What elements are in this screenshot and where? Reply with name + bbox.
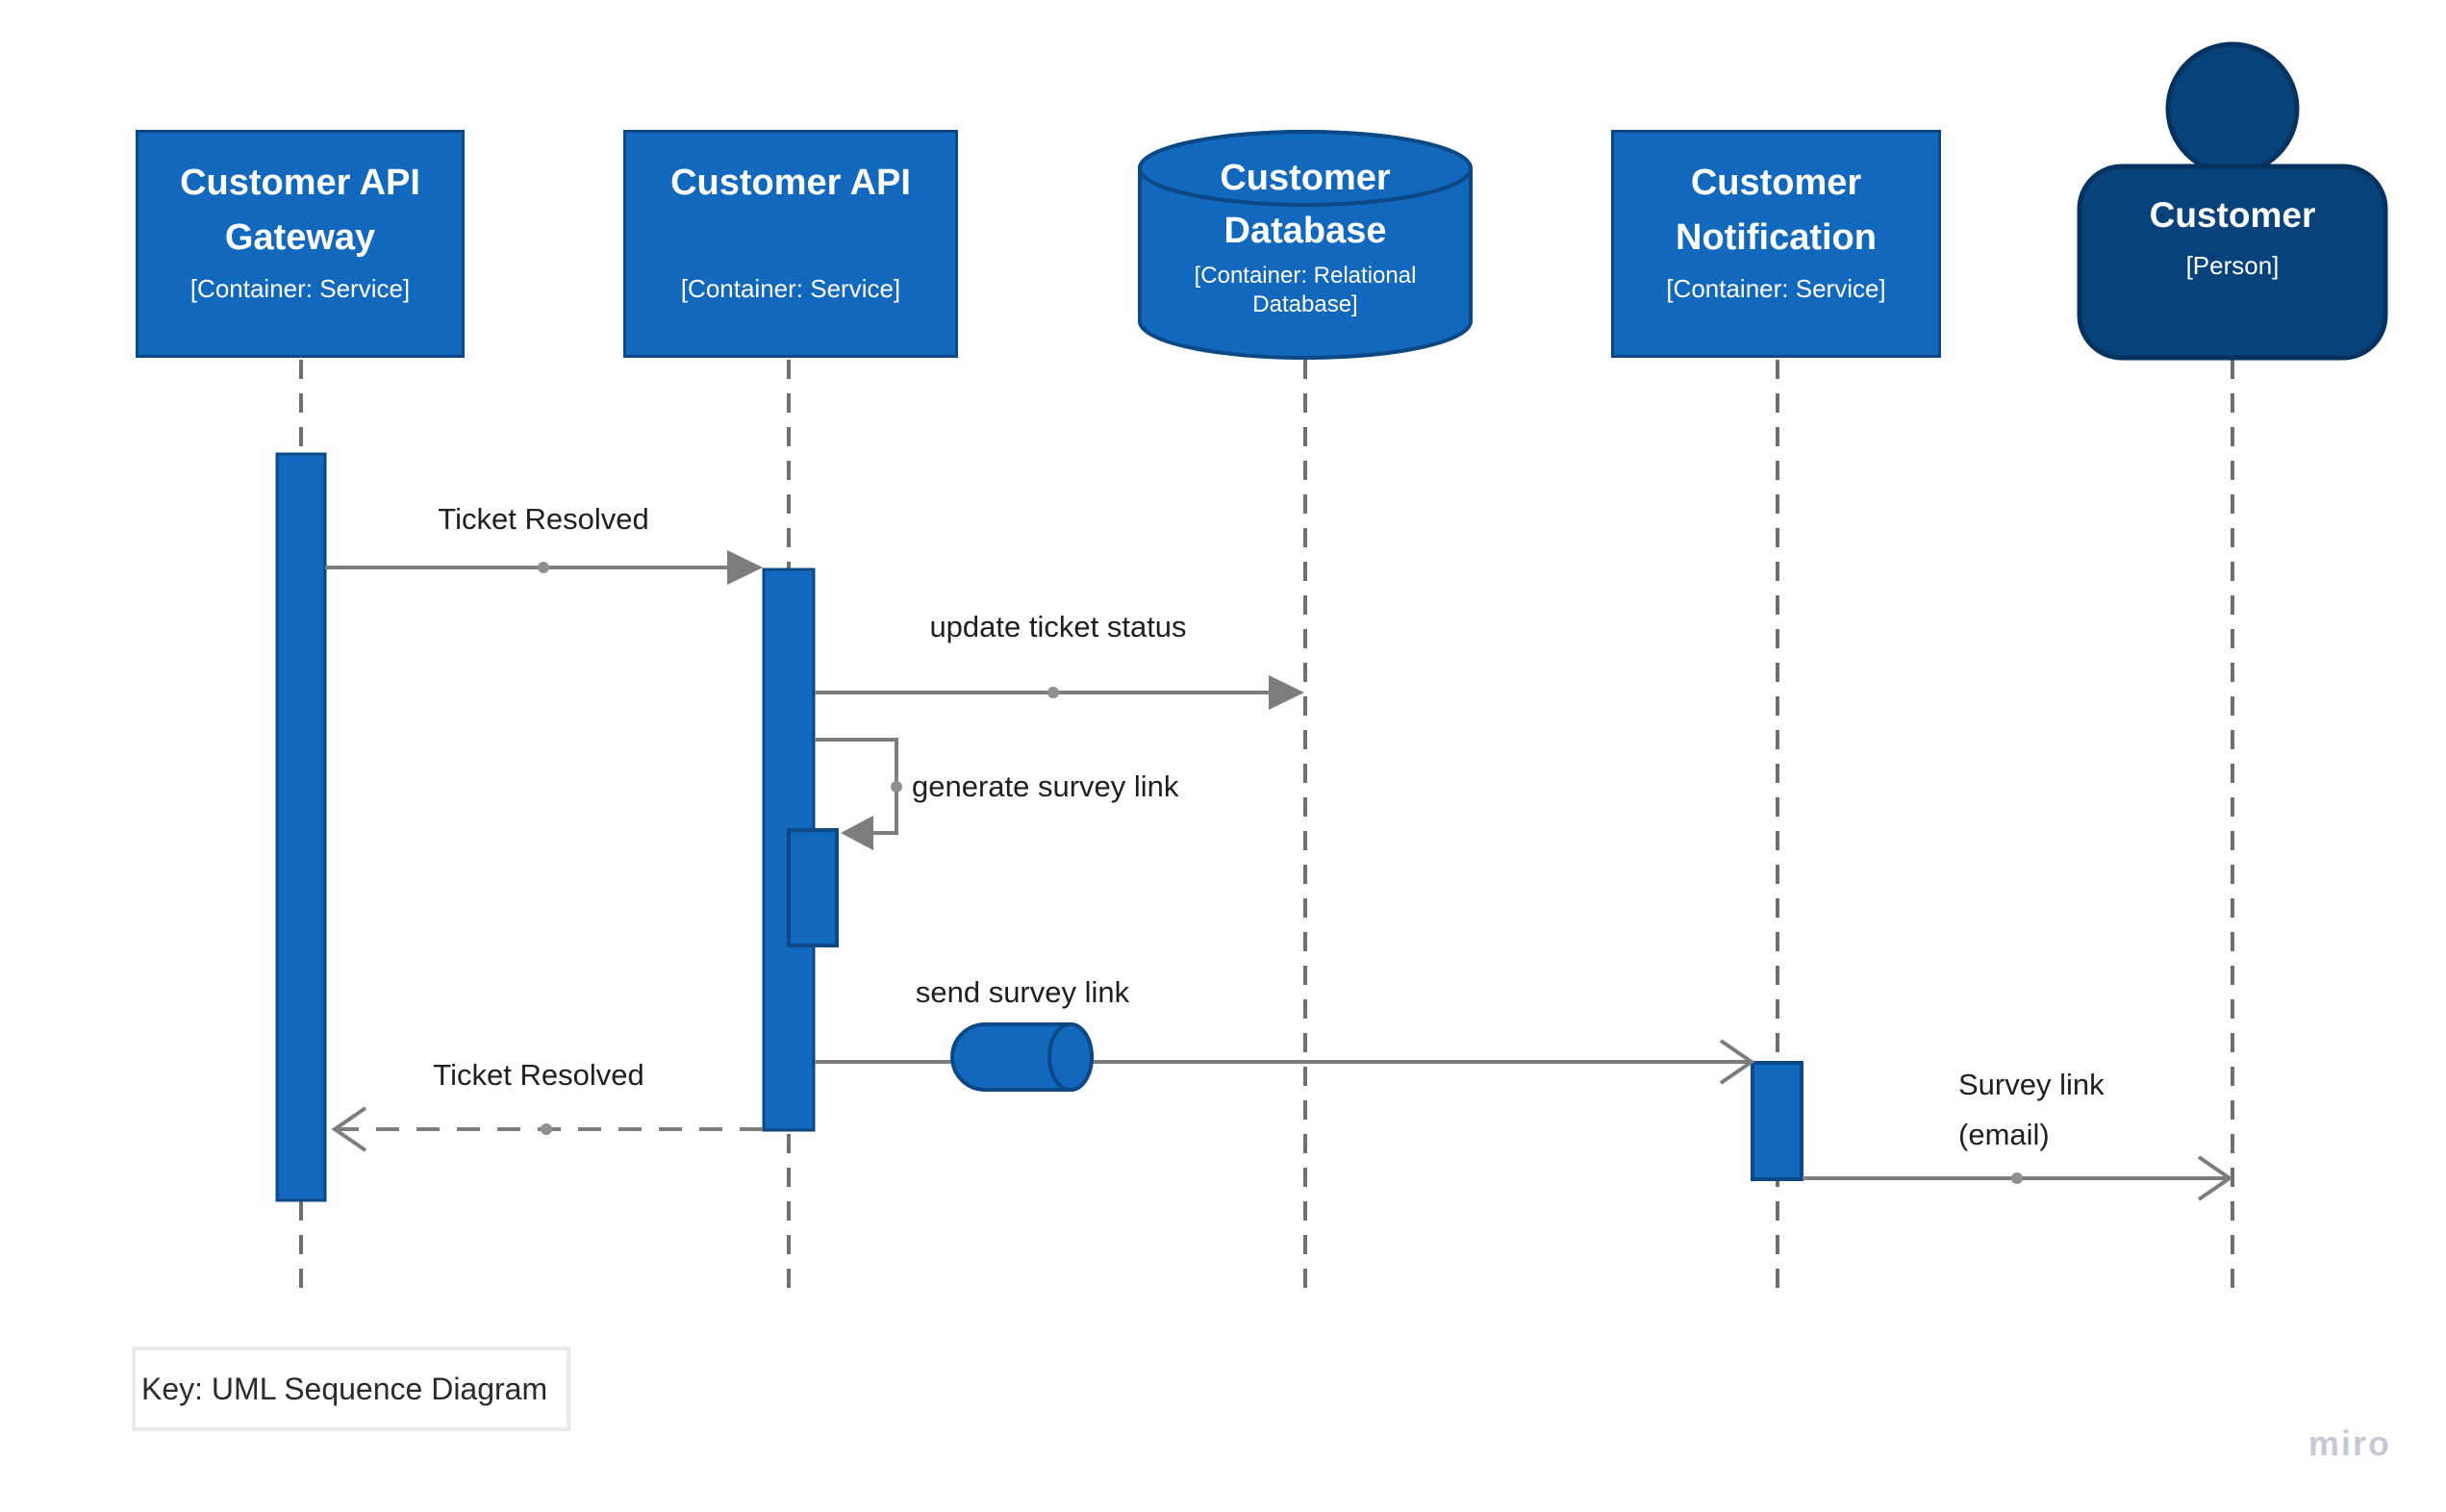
actor-type: [Container: Service] [1666, 274, 1886, 303]
actor-box-gateway[interactable]: Customer API Gateway [Container: Service… [136, 130, 465, 358]
actor-name: Customer Database [1220, 158, 1391, 251]
message-label-ticket-resolved[interactable]: Ticket Resolved [438, 502, 649, 536]
actor-type: [Container: Service] [680, 274, 901, 303]
person-body [2077, 164, 2388, 361]
person-head-icon [2165, 41, 2300, 176]
activation-bar-notification[interactable] [1751, 1061, 1803, 1181]
filled-arrowhead-icon [1269, 675, 1304, 710]
message-arrow-ticket-resolved-return[interactable] [331, 1106, 763, 1152]
message-arrow-generate-survey-link[interactable] [815, 738, 902, 850]
connector-midpoint-dot [541, 1123, 552, 1135]
actor-type: [Container: Service] [189, 274, 411, 303]
actor-text-database: Customer Database [Container: Relational… [1140, 152, 1471, 319]
message-arrow-send-survey-link[interactable] [815, 1022, 1755, 1092]
message-arrow-update-ticket-status[interactable] [815, 675, 1304, 710]
actor-name: Customer API Gateway [180, 163, 420, 258]
database-cylinder-shape[interactable] [1138, 130, 1473, 360]
connector-midpoint-dot [538, 562, 549, 573]
actor-box-api[interactable]: Customer API [Container: Service] [623, 130, 958, 358]
actor-text-customer: Customer [Person] [2080, 192, 2385, 281]
actor-type: [Container: Relational Database] [1194, 263, 1417, 317]
filled-arrowhead-icon [841, 816, 873, 850]
connector-midpoint-dot [891, 781, 902, 793]
message-label-ticket-resolved-return[interactable]: Ticket Resolved [433, 1058, 644, 1092]
queue-capsule-icon[interactable] [950, 1022, 1094, 1092]
actor-name: Customer Notification [1676, 163, 1877, 258]
legend-box[interactable]: Key: UML Sequence Diagram [132, 1347, 570, 1431]
legend-text: Key: UML Sequence Diagram [141, 1371, 548, 1406]
connector-midpoint-dot [2011, 1172, 2023, 1184]
cylinder-top-ellipse [1138, 130, 1473, 207]
message-arrow-ticket-resolved[interactable] [325, 550, 763, 585]
message-label-send-survey-link[interactable]: send survey link [915, 975, 1130, 1009]
filled-arrowhead-icon [727, 550, 763, 585]
actor-name: Customer [2149, 195, 2316, 235]
message-arrow-survey-link-email[interactable] [1803, 1155, 2233, 1201]
activation-bar-api-nested[interactable] [787, 828, 839, 947]
message-label-generate-survey-link[interactable]: generate survey link [912, 769, 1179, 803]
actor-box-notification[interactable]: Customer Notification [Container: Servic… [1611, 130, 1941, 358]
message-label-survey-link-email[interactable]: Survey link (email) [1958, 1068, 2105, 1151]
message-label-update-ticket-status[interactable]: update ticket status [929, 610, 1187, 643]
open-arrowhead-icon [2197, 1155, 2233, 1201]
miro-watermark: miro [2308, 1424, 2392, 1463]
actor-type: [Person] [2185, 251, 2280, 280]
activation-bar-gateway[interactable] [275, 452, 327, 1202]
actor-name: Customer API [670, 163, 911, 203]
open-arrowhead-icon [1719, 1039, 1755, 1085]
connector-midpoint-dot [1047, 687, 1059, 698]
person-figure-shape[interactable] [2077, 41, 2388, 361]
open-arrowhead-icon [331, 1106, 367, 1152]
